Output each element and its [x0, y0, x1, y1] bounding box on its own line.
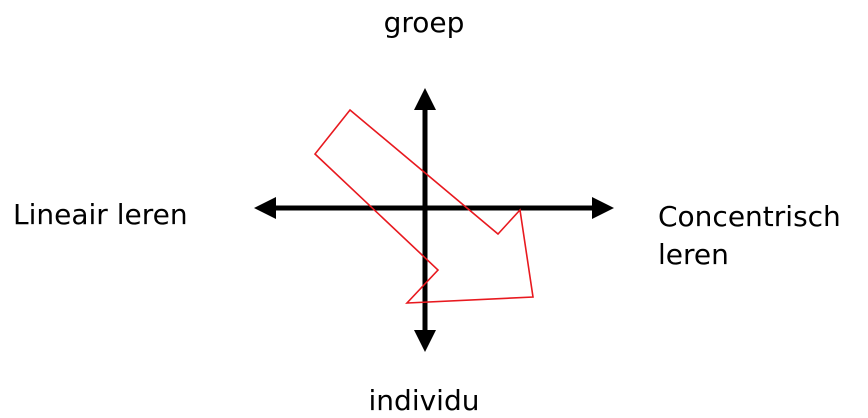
- top-axis-label: groep: [383, 6, 465, 39]
- right-axis-label-line1: Concentrisch: [658, 200, 841, 233]
- up-arrowhead-icon: [414, 88, 436, 110]
- right-axis-label: Concentrisch leren: [658, 198, 841, 274]
- down-arrowhead-icon: [414, 330, 436, 352]
- right-axis-label-line2: leren: [658, 238, 729, 271]
- left-arrowhead-icon: [254, 197, 276, 219]
- bottom-axis-label: individu: [368, 384, 480, 417]
- diagonal-arrow-icon: [313, 108, 534, 304]
- left-axis-label: Lineair leren: [13, 198, 188, 231]
- right-arrowhead-icon: [592, 197, 614, 219]
